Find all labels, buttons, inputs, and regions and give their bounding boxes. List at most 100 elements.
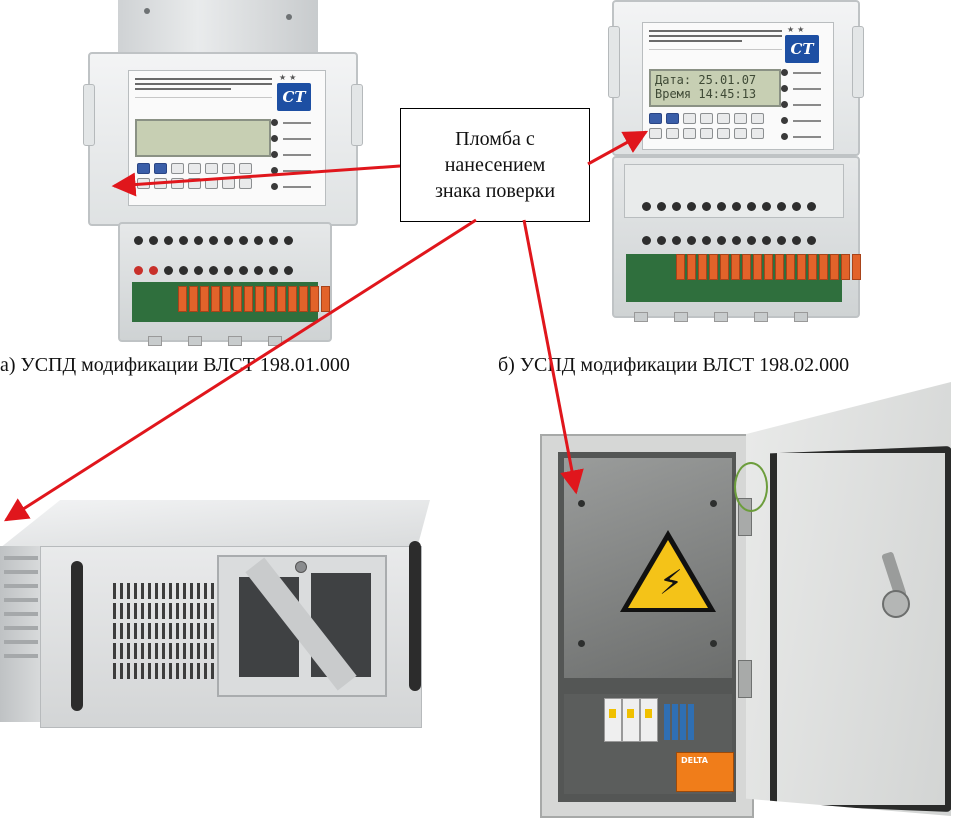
keypad-key [717, 128, 730, 139]
keypad-key [188, 178, 201, 189]
status-led-column [271, 119, 311, 199]
cabinet-mounting-plate: ⚡ [564, 458, 732, 678]
backup-battery: DELTA [676, 752, 734, 792]
status-led [781, 133, 821, 140]
keypad-key [734, 113, 747, 124]
cable-gland [188, 336, 202, 346]
ct-logo: CT [785, 35, 819, 63]
cable-gland [634, 312, 648, 322]
callout-line-3: знака поверки [434, 180, 556, 202]
door-gasket [770, 446, 951, 812]
cable-gland [268, 336, 282, 346]
cabinet-door-open [746, 382, 951, 816]
callout-line-1: Пломба с [455, 128, 535, 150]
status-led [271, 183, 311, 190]
device-a-keypad [137, 163, 252, 189]
panel-header-text [649, 27, 782, 50]
terminal-block [688, 704, 694, 740]
status-led [781, 85, 821, 92]
stars-icon: ★★ [787, 25, 808, 34]
cable-gland [794, 312, 808, 322]
terminal-screw-row [642, 202, 816, 211]
screw [578, 640, 585, 647]
din-rail-mount [118, 0, 318, 52]
keypad-key [239, 163, 252, 174]
mount-hole [144, 8, 150, 14]
door-lock-handle [881, 551, 910, 618]
status-led [781, 69, 821, 76]
keypad-key [751, 128, 764, 139]
lcd-line-1: Дата: 25.01.07 [655, 73, 757, 87]
lock-keyhole-icon [295, 561, 307, 573]
circuit-breaker [604, 698, 622, 742]
keypad-key [205, 178, 218, 189]
device-b-lower-case [612, 156, 861, 322]
keypad-key [171, 178, 184, 189]
keypad-key [239, 178, 252, 189]
cable-gland [674, 312, 688, 322]
case-latch [608, 26, 620, 98]
keypad-key [666, 113, 679, 124]
device-b-upper-case: ★★ CT Дата: 25.01.07 Время 14:45:13 [608, 0, 864, 156]
terminal-screw-row [134, 236, 293, 245]
case-latch [83, 84, 95, 146]
rack-handle-right [409, 541, 421, 691]
keypad-key [171, 163, 184, 174]
stars-icon: ★★ [279, 73, 300, 82]
case-latch [852, 26, 864, 98]
terminal-screw-row [642, 236, 816, 245]
keypad-key [222, 178, 235, 189]
terminal-block [680, 704, 686, 740]
ct-logo: CT [277, 83, 311, 111]
rack-server-chassis-photo [0, 500, 436, 732]
terminal-block [178, 286, 330, 312]
keypad-key [154, 163, 167, 174]
screw [710, 640, 717, 647]
cabinet-body: ⚡ DELTA [540, 434, 754, 818]
rack-handle-left [71, 561, 83, 711]
keypad-key [734, 128, 747, 139]
status-led [781, 117, 821, 124]
caption-device-b: б) УСПД модификации ВЛСТ 198.02.000 [498, 354, 850, 376]
status-led [271, 167, 311, 174]
callout-line-2: нанесением [444, 154, 546, 176]
screw [578, 500, 585, 507]
caption-device-a: а) УСПД модификации ВЛСТ 198.01.000 [0, 354, 350, 376]
cable-gland [714, 312, 728, 322]
keypad-key [205, 163, 218, 174]
keypad-key [717, 113, 730, 124]
status-led-column [781, 69, 821, 149]
seal-callout-box: Пломба с нанесением знака поверки [400, 108, 590, 222]
keypad-key [137, 178, 150, 189]
device-b-front-panel: ★★ CT Дата: 25.01.07 Время 14:45:13 [642, 22, 834, 150]
status-led [271, 151, 311, 158]
keypad-key [683, 128, 696, 139]
keypad-key [154, 178, 167, 189]
keypad-key [700, 128, 713, 139]
device-a-lcd [135, 119, 271, 157]
device-b-keypad [649, 113, 764, 139]
device-b-lcd: Дата: 25.01.07 Время 14:45:13 [649, 69, 781, 107]
cable-gland [148, 336, 162, 346]
cable-gland [228, 336, 242, 346]
status-led [781, 101, 821, 108]
uspd-device-a-photo: ★★ CT [83, 0, 363, 346]
terminal-screw-row [134, 266, 293, 275]
lcd-line-2: Время 14:45:13 [655, 87, 757, 101]
screw [710, 500, 717, 507]
keypad-key [137, 163, 150, 174]
door-hinge [738, 660, 752, 698]
chassis-side-panel [0, 546, 42, 722]
cable-gland [754, 312, 768, 322]
mount-hole [286, 14, 292, 20]
device-a-lower-case [118, 222, 332, 346]
status-led [271, 119, 311, 126]
chassis-front-panel [40, 541, 422, 728]
keypad-key [683, 113, 696, 124]
uspd-device-b-photo: ★★ CT Дата: 25.01.07 Время 14:45:13 [608, 0, 864, 334]
status-led [271, 135, 311, 142]
device-a-upper-case: ★★ CT [83, 52, 363, 226]
keypad-key [700, 113, 713, 124]
keypad-key [666, 128, 679, 139]
circuit-breaker [640, 698, 658, 742]
